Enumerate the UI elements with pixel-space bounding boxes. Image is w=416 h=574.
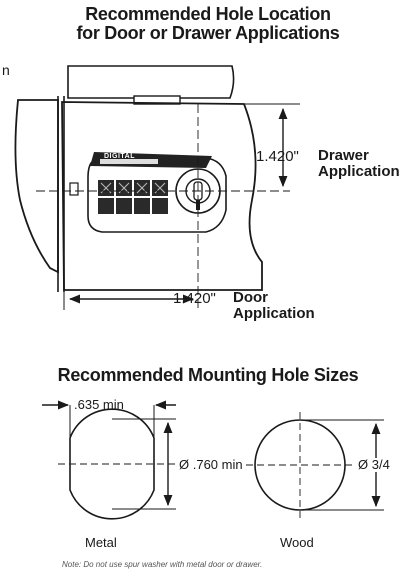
- drawer-slide: [133, 95, 181, 105]
- drawer-label-line2: Application: [318, 163, 400, 180]
- door-left-panel: [14, 99, 59, 274]
- wood-diameter-label: Ø 3/4: [356, 457, 392, 472]
- title-hole-location-line1: Recommended Hole Location: [85, 4, 331, 24]
- metal-hole-shape: [69, 408, 155, 520]
- cabinet-outline: [61, 101, 263, 291]
- drawer-top-panel: [67, 65, 235, 99]
- hinge: [69, 182, 79, 196]
- door-label-line2: Application: [233, 305, 315, 322]
- cropped-text-fragment: n: [2, 62, 10, 78]
- drawer-label-line1: Drawer: [318, 147, 369, 164]
- wood-label: Wood: [280, 535, 314, 550]
- metal-diameter-label: Ø .760 min: [176, 458, 246, 472]
- metal-flat-width-label: .635 min: [74, 397, 124, 412]
- door-dimension-value: 1.420": [173, 290, 216, 307]
- title-hole-location-line2: for Door or Drawer Applications: [76, 23, 340, 43]
- title-mounting-hole-sizes: Recommended Mounting Hole Sizes: [57, 365, 359, 385]
- metal-label: Metal: [85, 535, 117, 550]
- lock-body: [87, 152, 227, 233]
- lock-brand-text: DIGITAL: [104, 153, 135, 160]
- drawer-dimension-value: 1.420": [256, 148, 299, 165]
- door-label-line1: Door: [233, 289, 268, 306]
- washer-note: Note: Do not use spur washer with metal …: [62, 560, 263, 569]
- lock-keypad: [98, 180, 168, 214]
